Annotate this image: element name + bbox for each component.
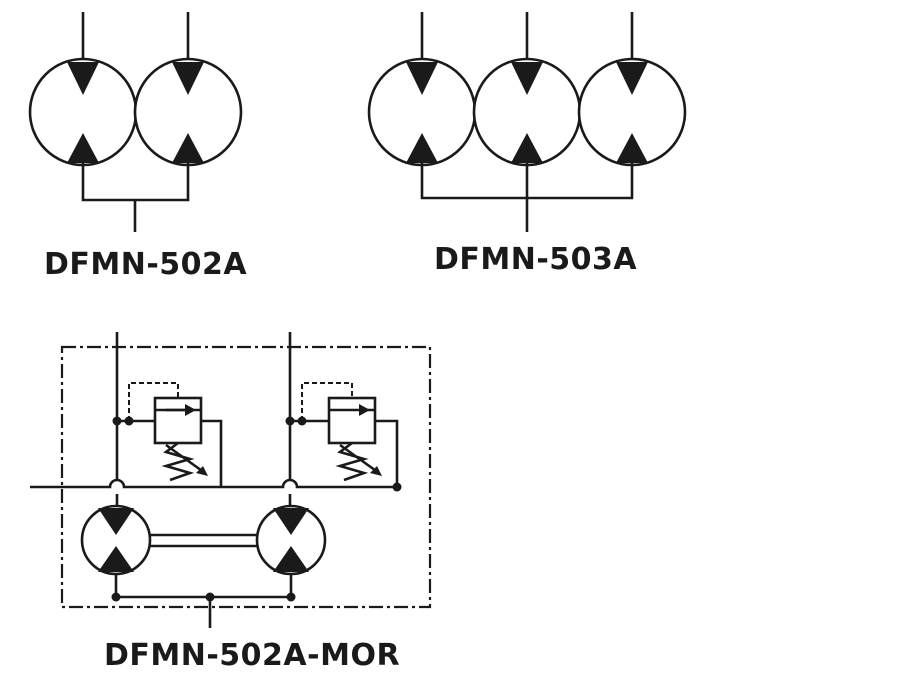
enclosure-boundary (60, 345, 432, 609)
symbol-dfmn-502a (28, 12, 243, 232)
outlet-arrow-icon (406, 133, 438, 163)
outlet-arrow-icon (273, 546, 309, 572)
valve-arrow-icon (359, 404, 370, 416)
inlet-arrow-icon (616, 62, 648, 95)
outlet-arrow-icon (616, 133, 648, 163)
spring-adjust-arrow-icon (370, 466, 382, 476)
outlet-arrow-icon (98, 546, 134, 572)
inlet-arrow-icon (273, 508, 309, 535)
label-dfmn-503a: DFMN-503A (434, 242, 638, 277)
inlet-arrow-icon (511, 62, 543, 95)
symbol-dfmn-502a-mor (30, 332, 432, 628)
symbol-dfmn-503a (367, 12, 687, 232)
spring-adjust-arrow-icon (196, 466, 208, 476)
label-dfmn-502a: DFMN-502A (44, 247, 248, 282)
outlet-arrow-icon (172, 133, 204, 163)
inlet-arrow-icon (406, 62, 438, 95)
relief-valve-right (285, 382, 399, 487)
relief-valve-left (112, 382, 223, 487)
valve-arrow-icon (185, 404, 196, 416)
inlet-arrow-icon (98, 508, 134, 535)
outlet-arrow-icon (511, 133, 543, 163)
outlet-arrow-icon (67, 133, 99, 163)
label-dfmn-502a-mor: DFMN-502A-MOR (104, 638, 401, 673)
inlet-arrow-icon (172, 62, 204, 95)
inlet-arrow-icon (67, 62, 99, 95)
